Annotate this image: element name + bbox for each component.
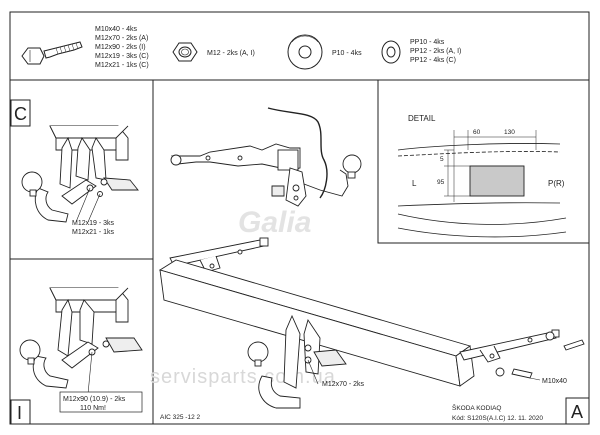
panel-i-letter: I [17,403,22,423]
detail-dim-5: 5 [440,156,444,163]
detail-cutout-area [469,165,525,197]
large-washer-icon [287,34,323,70]
large-washer-spec-line-1: P10 - 4ks [332,50,362,57]
panel-i-hitch-illustration [19,287,143,389]
panel-a-m10x40-label: M10x40 [542,378,567,385]
vehicle-model: ŠKODA KODIAQ [452,403,502,412]
detail-dim-95: 95 [437,179,445,186]
bolt-spec-line-3: M12x90 - 2ks (I) [95,44,146,51]
panel-c-hitch-illustration [21,125,139,223]
detail-dim-60: 60 [473,129,481,136]
panel-c-letter: C [14,104,27,124]
panel-a-m12x70-label: M12x70 - 2ks [322,381,365,388]
detail-left-side-label: L [412,179,417,188]
nut-spec-line-1: M12 - 2ks (A, I) [207,50,255,57]
drawing-code: AIC 325 -12 2 [160,414,200,421]
kod-date: Kód: S120S(A.I.C) 12. 11. 2020 [452,415,543,422]
bolt-spec-line-2: M12x70 - 2ks (A) [95,35,148,42]
detail-title: DETAIL [408,114,436,123]
nut-icon [172,42,198,62]
detail-frame [377,79,590,244]
bolt-spec-line-5: M12x21 - 1ks (C) [95,62,149,69]
small-washer-spec-line-2: PP12 - 2ks (A, I) [410,48,461,55]
detail-right-side-label: P(R) [548,179,565,188]
small-washer-icon [381,40,401,64]
small-washer-spec-line-1: PP10 - 4ks [410,39,445,46]
galia-logo: Galia [238,206,311,239]
bolt-spec-line-4: M12x19 - 3ks (C) [95,53,149,60]
panel-i-bolt-label: M12x90 (10.9) - 2ks [63,396,126,403]
panel-c-bolt-label-1: M12x19 - 3ks [72,220,115,227]
bolt-spec-line-1: M10x40 - 4ks [95,26,138,33]
panel-i-letter-box [10,399,31,425]
detail-dim-130: 130 [504,129,515,136]
panel-a-letter-box [565,397,590,425]
bolt-icon [21,41,83,65]
panel-c-letter-box [10,99,31,127]
panel-i-torque-label: 110 Nm! [80,405,106,412]
detail-bumper-drawing [397,130,567,238]
side-view-hitch-illustration [170,107,362,207]
small-washer-spec-line-3: PP12 - 4ks (C) [410,57,456,64]
main-assembly-illustration [158,237,585,409]
panel-i-torque-box [59,391,143,413]
panel-a-letter: A [571,402,583,422]
panel-c-bolt-label-2: M12x21 - 1ks [72,229,115,236]
